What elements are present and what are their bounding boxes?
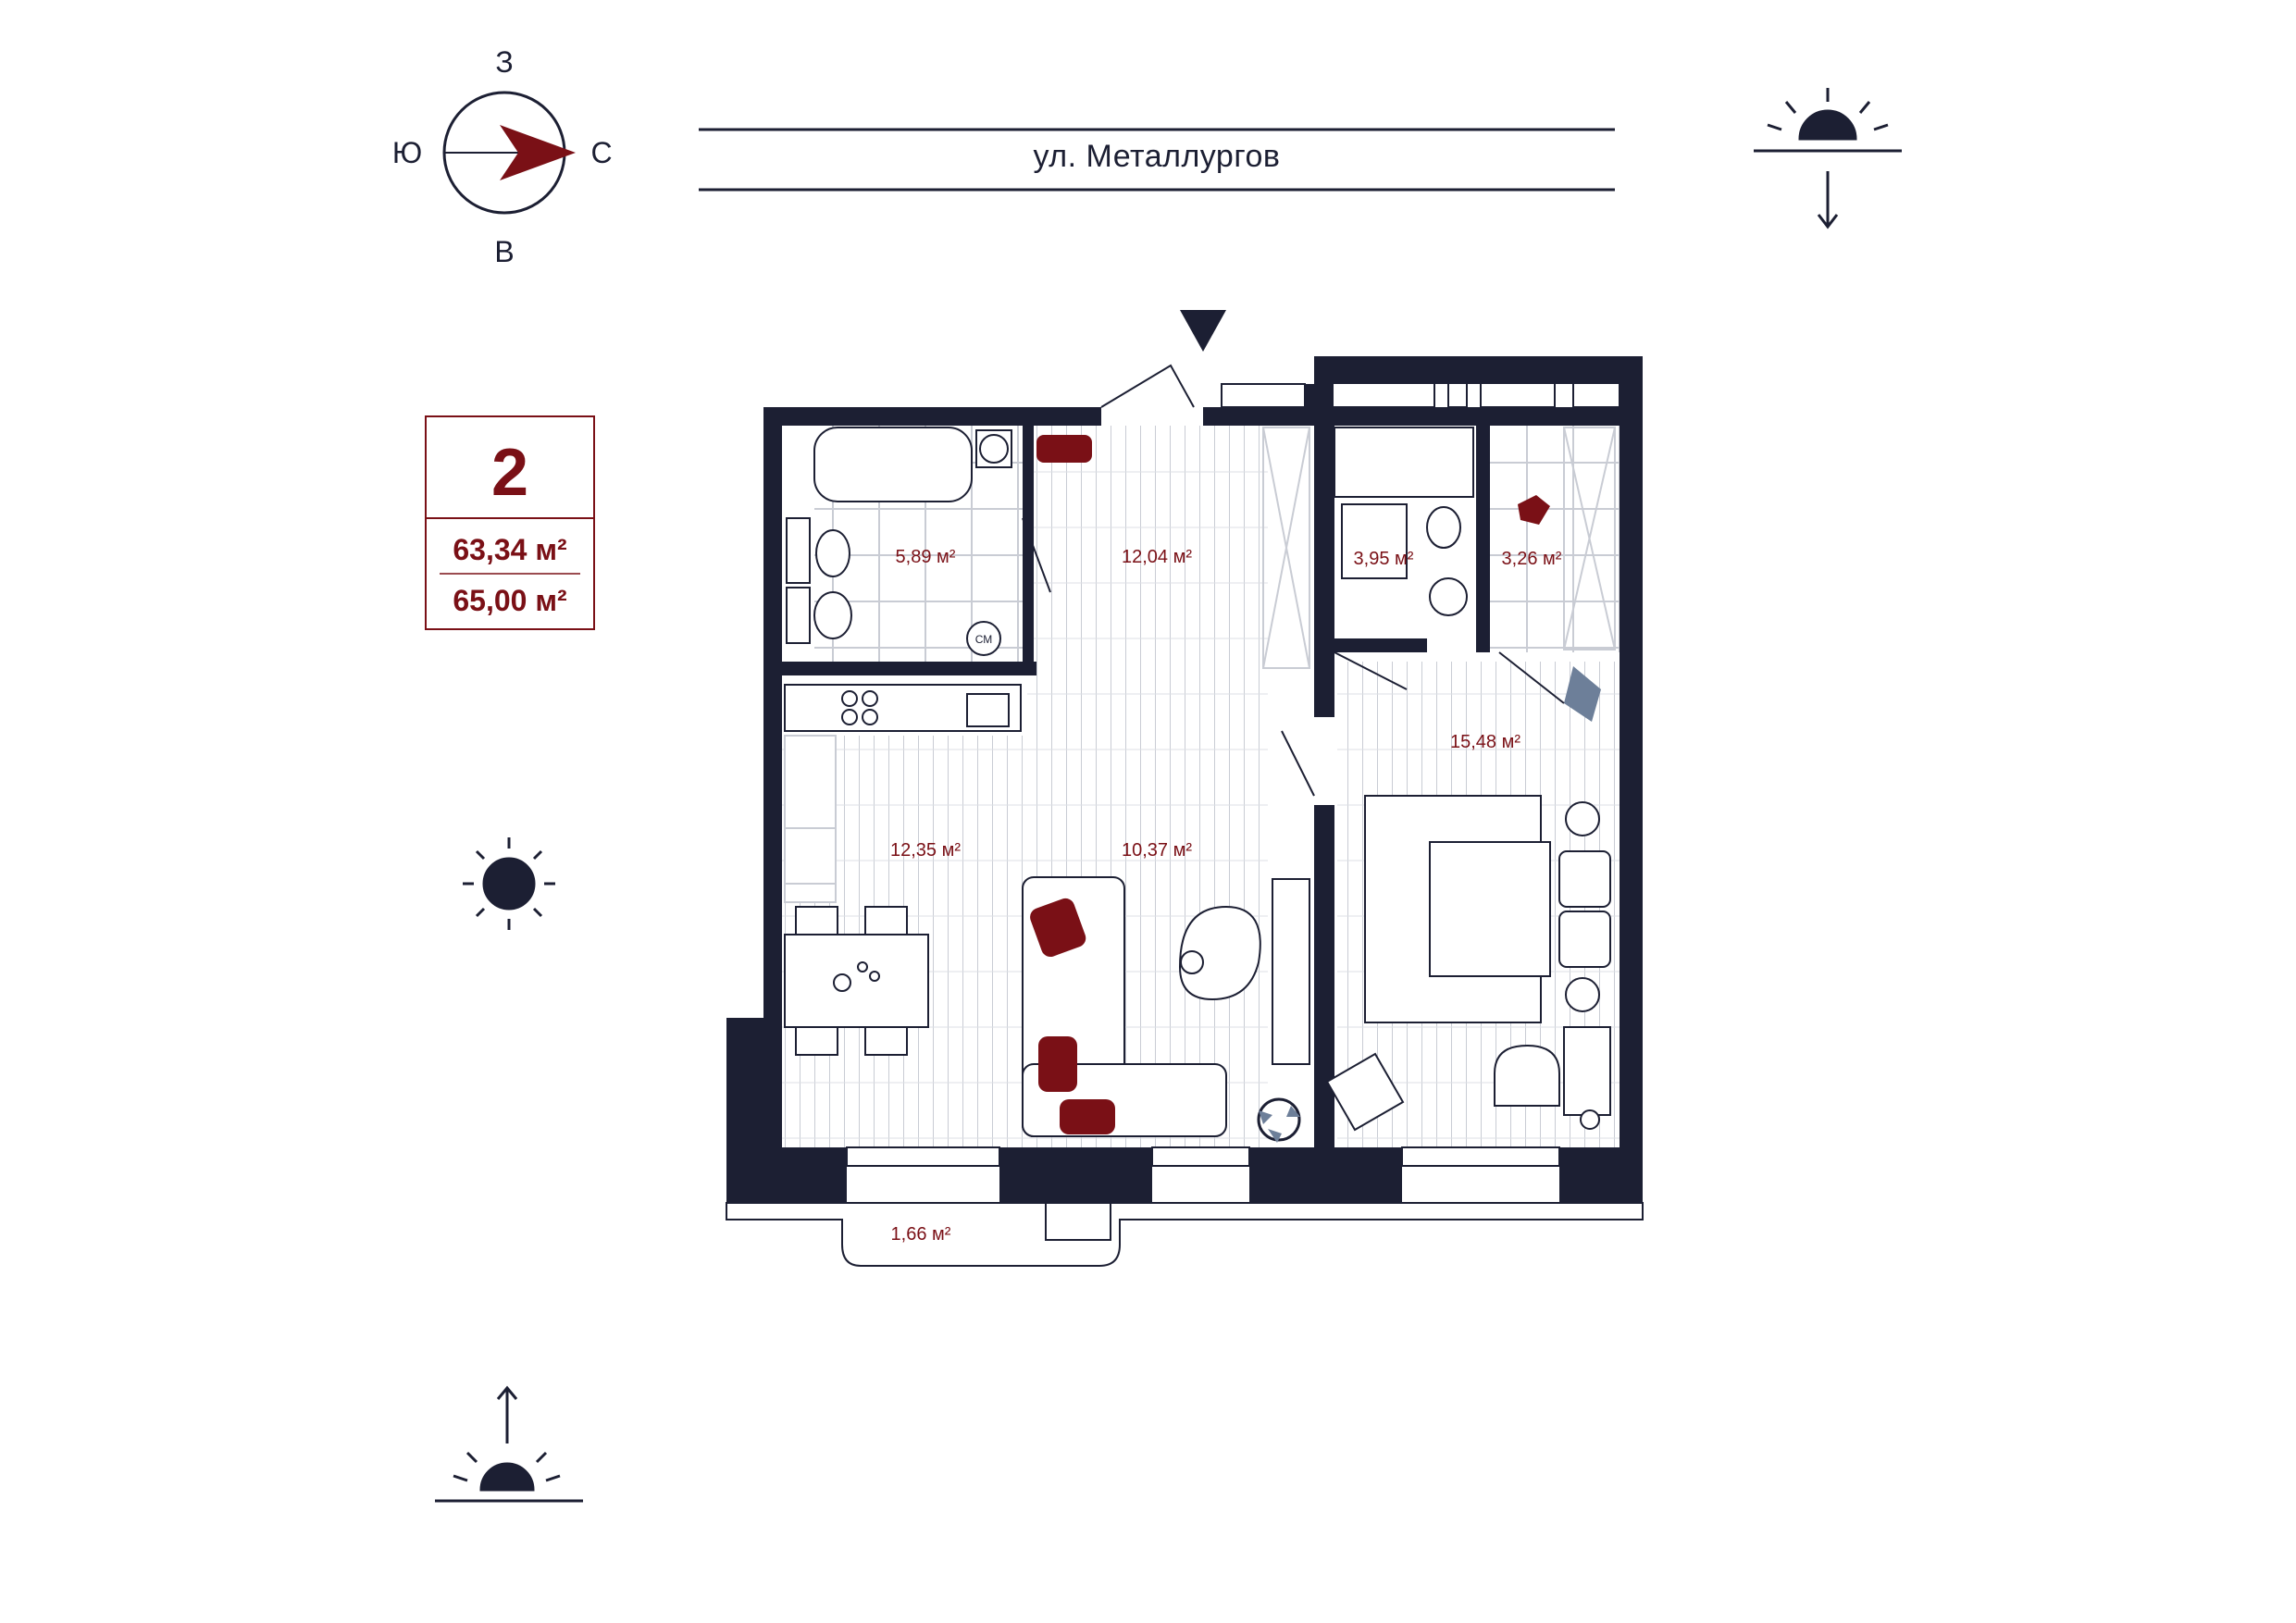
door-mat (1036, 435, 1092, 463)
living-area: 63,34 м² (453, 533, 566, 566)
armchair (1178, 905, 1261, 1001)
bed (1364, 795, 1611, 1023)
compass-north-label: З (495, 45, 513, 79)
area-bedroom: 15,48 м² (1450, 732, 1520, 752)
sunrise-icon (1754, 88, 1902, 229)
balcony (726, 1202, 1644, 1267)
total-area: 65,00 м² (453, 584, 566, 617)
compass-icon (442, 91, 576, 215)
sun-icon (463, 837, 555, 930)
bedroom-plant-icon (1564, 666, 1601, 722)
tv-stand (1272, 878, 1310, 1065)
sofa (1022, 876, 1227, 1137)
compass-south-label: В (494, 235, 514, 268)
area-living: 10,37 м² (1122, 840, 1192, 861)
closet-shelves (1518, 427, 1616, 650)
compass-west-label: Ю (392, 136, 422, 169)
area-balcony: 1,66 м² (891, 1224, 951, 1245)
washing-machine-label: СМ (975, 633, 993, 646)
bathroom-fixtures (786, 427, 1012, 656)
apartment-badge (425, 415, 595, 630)
kitchen-counter (784, 684, 1022, 732)
bottom-windows (846, 1146, 1560, 1167)
toilet-fixtures (1334, 427, 1474, 616)
entrance-arrow-icon (1180, 310, 1226, 352)
area-kitchen: 12,35 м² (890, 840, 961, 861)
hall-wardrobe (1262, 427, 1310, 669)
kitchen-cabinets (784, 735, 837, 903)
area-hall: 12,04 м² (1122, 547, 1192, 567)
dining-table (784, 906, 929, 1056)
rooms-count: 2 (491, 436, 528, 510)
walls (726, 356, 1643, 1203)
area-bathroom: 5,89 м² (896, 547, 956, 567)
sunset-icon (435, 1385, 583, 1503)
doors (1022, 364, 1565, 797)
bedroom-chair (1325, 1026, 1611, 1132)
plant-icon (1257, 1097, 1301, 1143)
compass-east-label: С (590, 136, 612, 169)
area-closet: 3,26 м² (1502, 549, 1562, 569)
street-name: ул. Металлургов (1034, 139, 1281, 174)
top-windows (1221, 365, 1620, 408)
area-toilet: 3,95 м² (1354, 549, 1414, 569)
